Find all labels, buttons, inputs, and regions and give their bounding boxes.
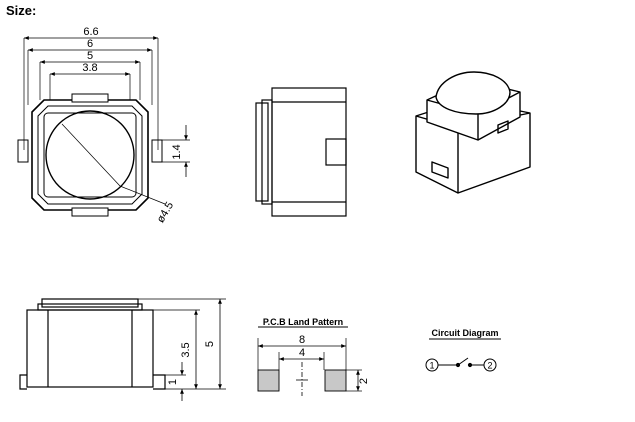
dim-button-diameter: ø4.5 [155,200,176,225]
dim-pcb-inner: 4 [299,347,305,359]
dim-inner-width: 5 [87,50,93,62]
circuit-pin-1: 1 [429,361,434,371]
circuit-diagram [425,338,501,372]
dim-body-width: 6 [87,38,93,50]
dim-pcb-outer: 8 [299,334,305,346]
pcb-title: P.C.B Land Pattern [263,317,343,327]
dim-total-height: 5 [204,341,216,347]
circuit-title: Circuit Diagram [431,328,498,338]
dim-terminal-height: 1 [167,379,179,385]
dim-body-height: 3.5 [180,342,192,357]
dim-outer-width: 6.6 [83,26,98,38]
top-view [17,36,190,217]
dim-side-height: 1.4 [171,144,183,159]
isometric-view [415,71,531,194]
circuit-pin-2: 2 [487,361,492,371]
pcb-land-pattern [257,326,362,396]
side-view [255,87,347,217]
dim-button-width: 3.8 [82,62,97,74]
bottom-front-view [19,298,226,401]
size-title: Size: [6,3,37,18]
dim-pcb-pad: 2 [358,378,370,384]
